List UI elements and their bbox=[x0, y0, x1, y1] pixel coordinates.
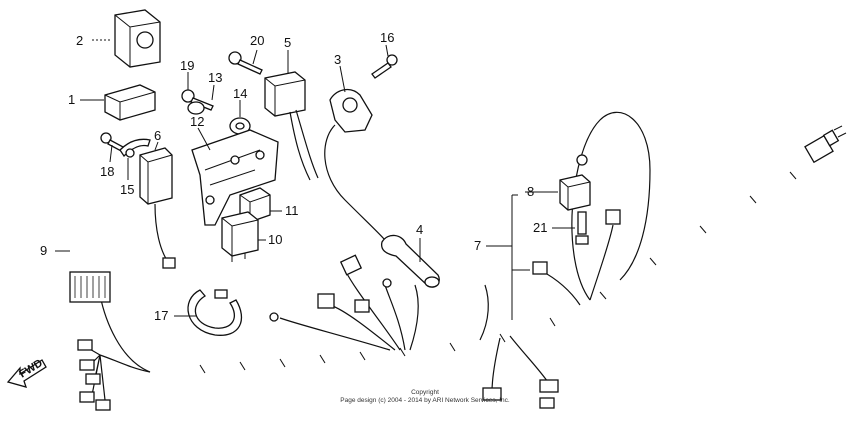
callout-21: 21 bbox=[533, 220, 547, 235]
part-20-bolt bbox=[228, 51, 263, 75]
part-6-unit bbox=[139, 147, 176, 269]
callout-19: 19 bbox=[180, 58, 194, 73]
callout-8: 8 bbox=[527, 184, 534, 199]
callout-14: 14 bbox=[233, 86, 247, 101]
callout-13: 13 bbox=[208, 70, 222, 85]
callout-17: 17 bbox=[154, 308, 168, 323]
page-design-credit: Page design (c) 2004 - 2014 by ARI Netwo… bbox=[340, 397, 510, 404]
forward-direction-indicator: FWD bbox=[6, 357, 47, 388]
callout-18: 18 bbox=[100, 164, 114, 179]
part-15-clamp bbox=[119, 138, 151, 158]
callout-5: 5 bbox=[284, 35, 291, 50]
copyright-line: Copyright bbox=[411, 389, 439, 396]
part-12-bracket bbox=[191, 129, 279, 226]
part-1-rubber-mount bbox=[104, 84, 156, 121]
part-10-relay bbox=[221, 211, 259, 262]
callout-10: 10 bbox=[268, 232, 282, 247]
part-4-plug-cap bbox=[380, 234, 440, 288]
callout-1: 1 bbox=[68, 92, 75, 107]
callout-7: 7 bbox=[474, 238, 481, 253]
part-14-grommet bbox=[229, 117, 251, 135]
callout-16: 16 bbox=[380, 30, 394, 45]
part-8-connector bbox=[559, 174, 591, 211]
callout-20: 20 bbox=[250, 33, 264, 48]
callout-2: 2 bbox=[76, 33, 83, 48]
part-5-regulator bbox=[264, 71, 319, 181]
part-3-ignition-coil bbox=[324, 88, 386, 241]
callout-11: 11 bbox=[285, 203, 299, 218]
callout-12: 12 bbox=[190, 114, 204, 129]
callout-9: 9 bbox=[40, 243, 47, 258]
callout-4: 4 bbox=[416, 222, 423, 237]
part-17-band bbox=[187, 289, 243, 336]
part-21-fuse bbox=[575, 211, 589, 245]
part-2-relay bbox=[114, 9, 161, 68]
callout-3: 3 bbox=[334, 52, 341, 67]
part-13-collar bbox=[187, 101, 205, 115]
main-wire-harness bbox=[69, 111, 847, 411]
leader-lines bbox=[55, 39, 575, 320]
callout-15: 15 bbox=[120, 182, 134, 197]
callout-6: 6 bbox=[154, 128, 161, 143]
fwd-arrow-icon bbox=[6, 359, 47, 388]
callout-numbers: 2 1 20 19 13 14 12 5 3 16 6 18 15 11 10 … bbox=[40, 30, 547, 323]
part-16-bolt bbox=[371, 54, 398, 79]
